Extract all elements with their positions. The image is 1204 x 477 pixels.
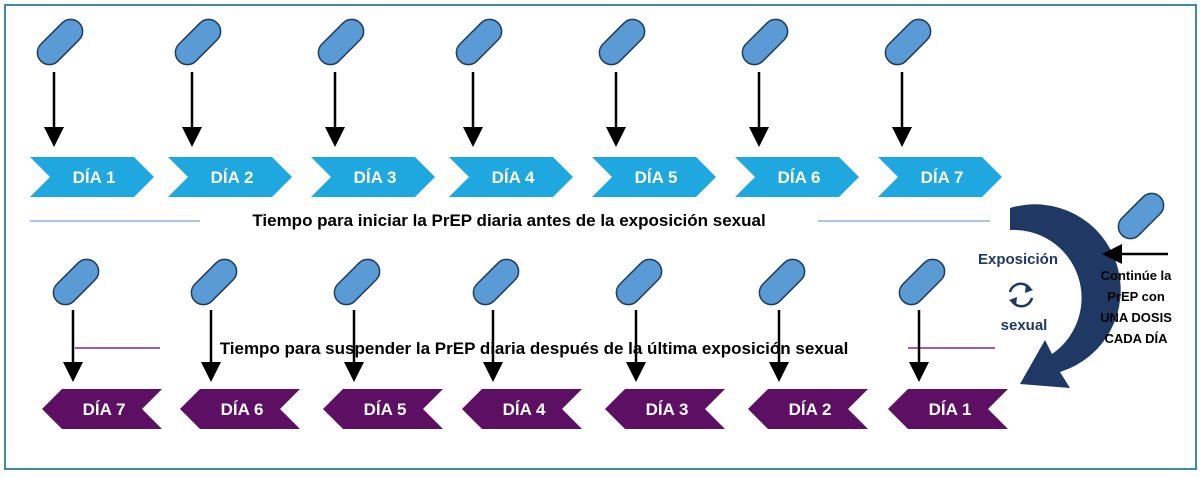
before-pill-icon-1: [36, 18, 84, 66]
exposure-label-line2: sexual: [1001, 317, 1048, 334]
before-day-chevron-7: [878, 157, 1002, 197]
before-day-chevron-3: [311, 157, 435, 197]
after-day-chevron-3: [323, 389, 443, 429]
diagram-frame: [4, 4, 1197, 470]
after-pill-icon-3: [333, 258, 381, 306]
after-pill-icon-5: [615, 258, 663, 306]
continue-pill-icon: [1117, 192, 1165, 240]
after-day-label-4: DÍA 4: [503, 400, 546, 419]
after-day-chevron-5: [605, 389, 725, 429]
after-day-label-2: DÍA 6: [221, 400, 264, 419]
after-pill-icon-4: [472, 258, 520, 306]
after-day-label-3: DÍA 5: [364, 400, 407, 419]
after-row: DÍA 7 DÍA 6 DÍA 5 DÍA 4 DÍA 3 DÍA 2 DÍA 1: [42, 258, 1008, 429]
after-day-chevron-7: [888, 389, 1008, 429]
before-pill-icon-7: [884, 18, 932, 66]
after-day-label-6: DÍA 2: [789, 400, 832, 419]
before-day-chevron-5: [592, 157, 716, 197]
before-day-label-6: DÍA 6: [778, 168, 821, 187]
after-day-chevron-2: [180, 389, 300, 429]
after-caption: Tiempo para suspender la PrEP diaria des…: [220, 339, 849, 358]
before-day-label-1: DÍA 1: [73, 168, 116, 187]
before-pill-icon-5: [598, 18, 646, 66]
before-day-chevron-6: [735, 157, 859, 197]
continue-note-line-1: Continúe la: [1101, 268, 1173, 283]
before-day-label-3: DÍA 3: [354, 168, 397, 187]
before-day-label-2: DÍA 2: [211, 168, 254, 187]
after-pill-icon-7: [898, 258, 946, 306]
after-day-chevron-1: [42, 389, 162, 429]
after-pill-icon-1: [52, 258, 100, 306]
before-day-chevron-1: [30, 157, 154, 197]
before-pill-icon-6: [741, 18, 789, 66]
before-day-label-7: DÍA 7: [921, 168, 964, 187]
before-pill-icon-2: [174, 18, 222, 66]
before-pill-icon-4: [455, 18, 503, 66]
before-day-chevron-2: [168, 157, 292, 197]
continue-note-line-3: UNA DOSIS: [1100, 310, 1172, 325]
after-pill-icon-2: [190, 258, 238, 306]
exposure-label-line1: Exposición: [978, 251, 1058, 268]
before-day-chevron-4: [449, 157, 573, 197]
continue-note-line-4: CADA DÍA: [1104, 331, 1168, 346]
after-day-chevron-6: [748, 389, 868, 429]
after-day-label-7: DÍA 1: [929, 400, 972, 419]
after-pill-icon-6: [758, 258, 806, 306]
after-day-label-5: DÍA 3: [646, 400, 689, 419]
exposure-curve-arrow: [1010, 204, 1121, 388]
after-day-chevron-4: [462, 389, 582, 429]
before-row: DÍA 1 DÍA 2 DÍA 3 DÍA 4 DÍA 5 DÍA 6 DÍA 7: [30, 18, 1002, 197]
continue-note-line-2: PrEP con: [1107, 289, 1165, 304]
cycle-arrows-icon: [1008, 282, 1034, 308]
before-day-label-4: DÍA 4: [492, 168, 535, 187]
before-pill-icon-3: [317, 18, 365, 66]
before-day-label-5: DÍA 5: [635, 168, 678, 187]
after-day-label-1: DÍA 7: [83, 400, 126, 419]
before-caption: Tiempo para iniciar la PrEP diaria antes…: [252, 211, 765, 230]
